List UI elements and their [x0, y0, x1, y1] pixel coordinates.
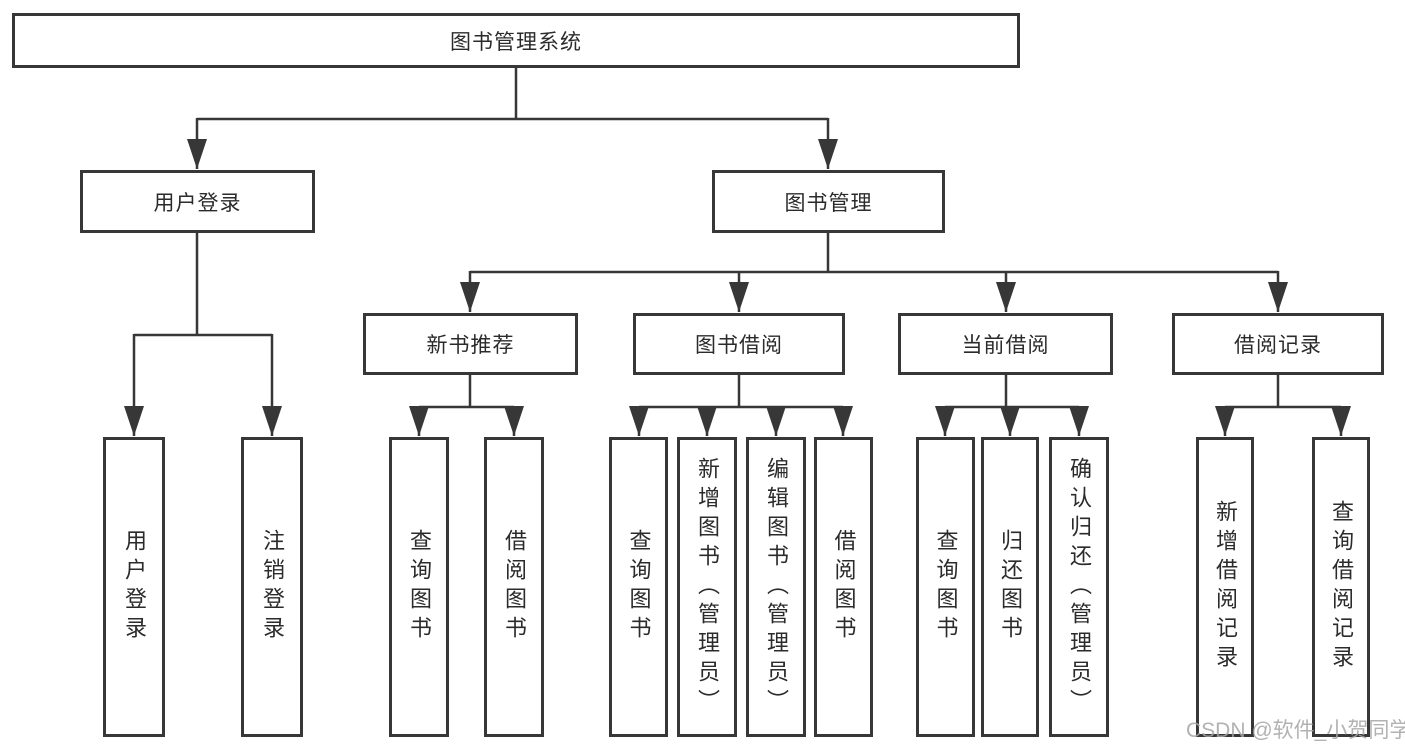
- leaf-confirm-return-admin: 确认归还（管理员）: [1049, 437, 1109, 737]
- leaf-query-borrow-record: 查询借阅记录: [1312, 437, 1370, 737]
- leaf-label: 查询图书: [933, 529, 959, 645]
- leaf-label: 新增借阅记录: [1213, 500, 1238, 674]
- leaf-label: 编辑图书（管理员）: [764, 456, 789, 718]
- leaf-add-borrow-record: 新增借阅记录: [1196, 437, 1254, 737]
- leaf-borrow-books-2: 借阅图书: [814, 437, 873, 737]
- leaf-label: 借阅图书: [831, 529, 857, 645]
- leaf-borrow-books-1: 借阅图书: [484, 437, 544, 737]
- leaf-label: 注销登录: [260, 529, 285, 645]
- leaf-query-books-3: 查询图书: [916, 437, 975, 737]
- node-user-login: 用户登录: [80, 170, 315, 233]
- leaf-label: 借阅图书: [502, 529, 527, 645]
- node-book-management: 图书管理: [712, 170, 945, 233]
- leaf-label: 确认归还（管理员）: [1067, 456, 1092, 718]
- leaf-label: 查询图书: [626, 529, 652, 645]
- leaf-label: 归还图书: [998, 529, 1023, 645]
- leaf-label: 新增图书（管理员）: [695, 456, 720, 718]
- csdn-watermark: CSDN @软件_小贺同学: [1186, 719, 1405, 742]
- leaf-label: 查询图书: [407, 529, 432, 645]
- leaf-query-books-1: 查询图书: [389, 437, 449, 737]
- leaf-user-login: 用户登录: [103, 437, 165, 737]
- leaf-label: 查询借阅记录: [1329, 500, 1354, 674]
- leaf-edit-books-admin: 编辑图书（管理员）: [746, 437, 806, 737]
- node-book-borrow: 图书借阅: [633, 313, 845, 375]
- node-root-library-system: 图书管理系统: [12, 13, 1020, 68]
- leaf-query-books-2: 查询图书: [609, 437, 668, 737]
- leaf-add-books-admin: 新增图书（管理员）: [677, 437, 737, 737]
- leaf-return-books: 归还图书: [981, 437, 1039, 737]
- node-current-borrow: 当前借阅: [898, 313, 1113, 375]
- leaf-label: 用户登录: [122, 529, 147, 645]
- node-new-book-recommend: 新书推荐: [363, 313, 578, 375]
- leaf-logout: 注销登录: [241, 437, 303, 737]
- node-borrow-records: 借阅记录: [1172, 313, 1384, 375]
